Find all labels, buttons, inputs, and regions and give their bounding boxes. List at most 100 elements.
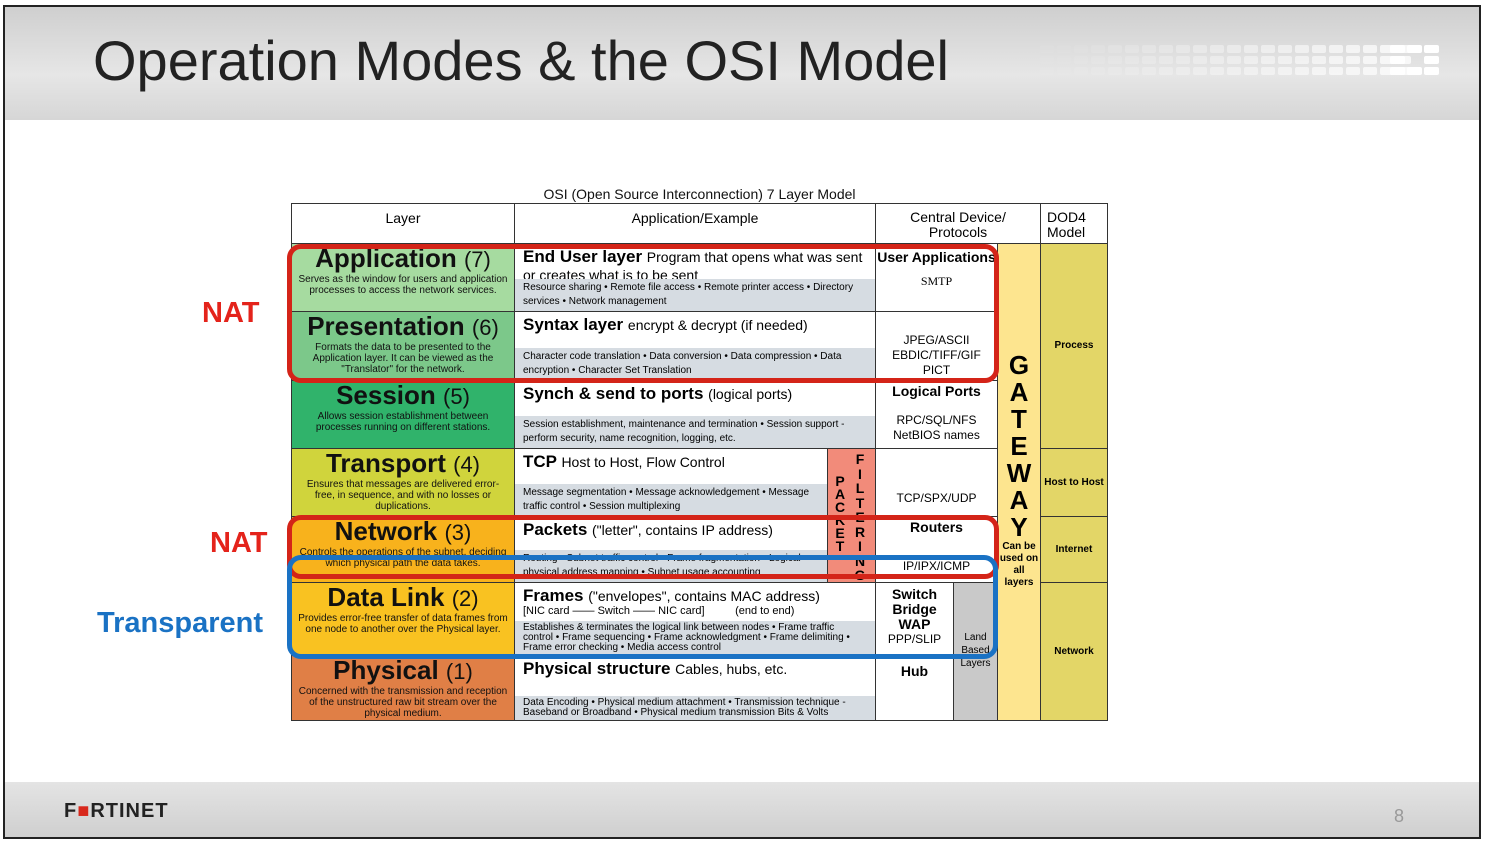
brand-dot — [1108, 67, 1122, 75]
slide-header — [5, 7, 1479, 120]
layer-cell-application: Application (7)Serves as the window for … — [291, 243, 515, 312]
layer-cell-presentation: Presentation (6)Formats the data to be p… — [291, 311, 515, 381]
brand-dot — [1312, 56, 1326, 64]
layer-description: Formats the data to be presented to the … — [312, 342, 494, 375]
fortinet-mark-block — [1407, 45, 1422, 53]
application-heading: Physical structure — [523, 659, 671, 678]
packet-letter: P — [835, 473, 845, 489]
brand-dot — [1295, 45, 1309, 53]
brand-dot — [1380, 45, 1394, 53]
application-heading: Synch & send to ports — [523, 384, 704, 403]
brand-dot — [1057, 45, 1071, 53]
application-subtitle: ("letter", contains IP address) — [592, 522, 773, 538]
layer-cell-physical: Physical (1)Concerned with the transmiss… — [291, 655, 515, 721]
central-app-proto: SMTP — [920, 274, 953, 288]
gateway-letter: A — [1009, 377, 1029, 407]
application-details: Message segmentation • Message acknowled… — [515, 484, 827, 516]
central-network-bold: Routers — [910, 519, 963, 535]
layer-description: Allows session establishment between pro… — [315, 411, 491, 433]
dod-cell: Process — [1040, 243, 1108, 449]
application-heading: Syntax layer — [523, 315, 624, 334]
filtering-letter: N — [854, 552, 866, 569]
brand-dot — [1346, 56, 1360, 64]
layer-number: (7) — [463, 247, 491, 272]
brand-dot — [1261, 45, 1275, 53]
brand-dot — [1261, 56, 1275, 64]
brand-dot — [1142, 45, 1156, 53]
gateway-letter: A — [1009, 485, 1029, 515]
brand-dot — [1312, 45, 1326, 53]
brand-dot — [1176, 45, 1190, 53]
layer-title: Data Link — [327, 582, 445, 612]
application-heading: TCP — [523, 452, 557, 471]
central-session-bold: Logical Ports — [892, 383, 981, 399]
application-cell: Synch & send to ports (logical ports)Ses… — [514, 380, 876, 449]
application-title: Syntax layer encrypt & decrypt (if neede… — [515, 312, 875, 334]
brand-dot — [1193, 56, 1207, 64]
application-subtitle: ("envelopes", contains MAC address) — [588, 588, 820, 604]
brand-dot — [1346, 67, 1360, 75]
slide-title: Operation Modes & the OSI Model — [93, 29, 949, 92]
layer-description: Serves as the window for users and appli… — [298, 274, 508, 296]
brand-dot — [1074, 56, 1088, 64]
brand-dot — [1040, 45, 1054, 53]
brand-dot — [1210, 67, 1224, 75]
application-heading: Packets — [523, 520, 588, 539]
nat-label-bottom: NAT — [210, 527, 268, 559]
gateway-letter: T — [1011, 404, 1027, 434]
dod-label: Internet — [1055, 543, 1093, 555]
brand-dot — [1108, 45, 1122, 53]
dod-cell: Internet — [1040, 516, 1108, 583]
brand-dot — [1040, 67, 1054, 75]
layer-title: Network — [334, 516, 438, 546]
dod-label: Host to Host — [1044, 476, 1104, 488]
brand-dot — [1159, 56, 1173, 64]
application-title: Physical structure Cables, hubs, etc. — [515, 656, 875, 678]
brand-dot — [1091, 45, 1105, 53]
central-datalink-bold: Switch Bridge WAP — [891, 586, 938, 632]
application-cell: End User layer Program that opens what w… — [514, 243, 876, 312]
layer-number: (3) — [444, 520, 472, 545]
brand-dot — [1261, 67, 1275, 75]
nat-highlight-network — [287, 515, 999, 579]
application-title: Frames ("envelopes", contains MAC addres… — [515, 583, 875, 605]
brand-dot — [1057, 56, 1071, 64]
filtering-letter: F — [855, 451, 865, 467]
application-details: Resource sharing • Remote file access • … — [515, 279, 875, 311]
brand-dot — [1040, 56, 1054, 64]
application-heading: Frames — [523, 586, 584, 605]
application-details: Session establishment, maintenance and t… — [515, 416, 875, 448]
brand-dot — [1193, 45, 1207, 53]
layer-description: Provides error-free transfer of data fra… — [298, 613, 508, 635]
header-dod4: DOD4 Model — [1040, 203, 1108, 244]
brand-dot — [1193, 67, 1207, 75]
application-cell: Syntax layer encrypt & decrypt (if neede… — [514, 311, 876, 381]
brand-dot — [1363, 67, 1377, 75]
central-physical: Hub — [875, 655, 954, 721]
packet-letter: E — [835, 525, 845, 541]
layer-title: Session — [336, 380, 436, 410]
brand-dot — [1312, 67, 1326, 75]
packet-letter: K — [834, 512, 846, 528]
layer-description: Controls the operations of the subnet, d… — [299, 547, 507, 569]
layer-title: Presentation — [307, 311, 465, 341]
brand-dot — [1091, 56, 1105, 64]
header-central-device: Central Device/ Protocols — [875, 203, 1041, 244]
brand-dot — [1278, 45, 1292, 53]
layer-title: Transport — [325, 448, 446, 478]
dod-cell: Network — [1040, 582, 1108, 721]
land-based-label: Land Based Layers — [960, 632, 991, 669]
layer-name: Data Link (2) — [292, 583, 514, 613]
layer-number: (2) — [451, 586, 479, 611]
application-subtitle: Cables, hubs, etc. — [675, 661, 788, 677]
fortinet-logo: F■RTINET — [64, 800, 169, 822]
layer-description: Concerned with the transmission and rece… — [298, 686, 508, 719]
brand-dot — [1210, 45, 1224, 53]
brand-dot — [1074, 45, 1088, 53]
application-subtitle: Host to Host, Flow Control — [561, 454, 725, 470]
dod-cell: Host to Host — [1040, 448, 1108, 517]
